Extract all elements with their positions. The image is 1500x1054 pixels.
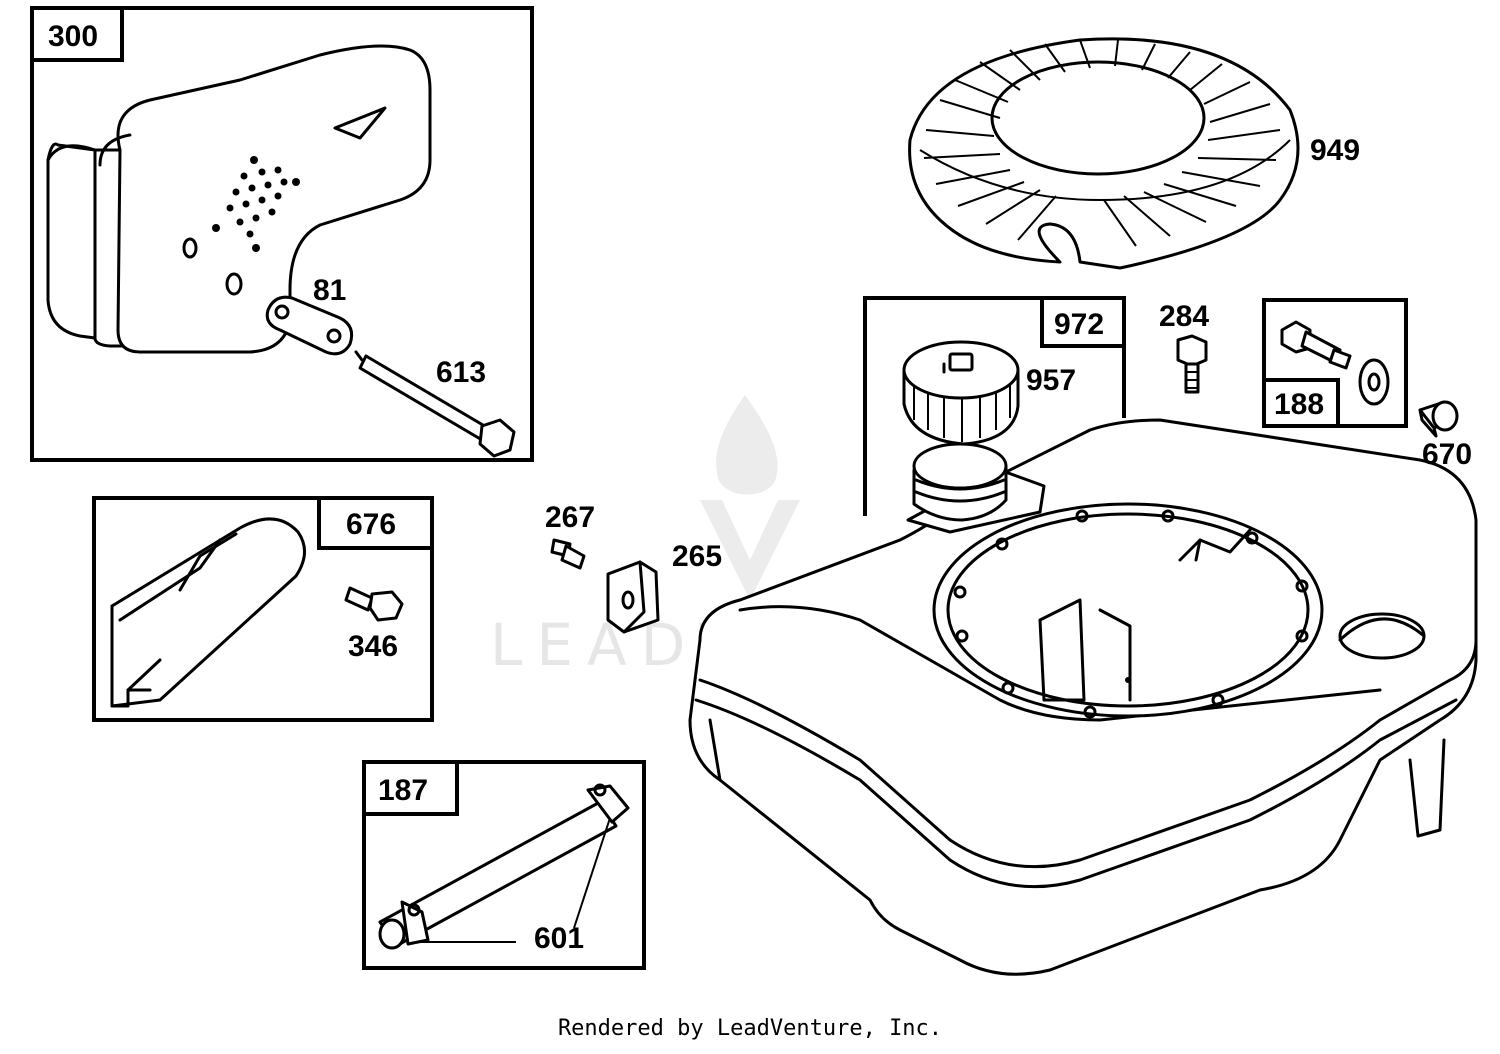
spacer-part [1418, 400, 1459, 438]
muffler-illustration [46, 44, 432, 354]
part-267-label: 267 [545, 501, 595, 534]
part-670-label: 670 [1422, 438, 1472, 471]
muffler-kit-label: 300 [48, 20, 98, 53]
guard-kit-box[interactable]: 676 346 [92, 496, 434, 722]
muffler-gasket-part [265, 295, 354, 356]
guard-kit-label: 676 [346, 508, 396, 541]
washer-part [1358, 358, 1390, 406]
part-613-label: 613 [436, 356, 486, 389]
guard-screw-part [344, 586, 404, 622]
screw-kit-box[interactable]: 188 [1262, 298, 1408, 428]
part-957-label: 957 [1026, 364, 1076, 397]
shoulder-screw-part [1280, 320, 1352, 370]
bracket-screw-part [550, 538, 586, 570]
muffler-kit-box[interactable]: 300 [30, 6, 534, 462]
fuel-tank-illustration [688, 418, 1478, 976]
footer-credit: Rendered by LeadVenture, Inc. [557, 1016, 943, 1041]
part-81-label: 81 [313, 274, 346, 307]
fuel-cap-part [902, 340, 1020, 446]
part-949-label: 949 [1310, 134, 1360, 167]
hose-kit-box[interactable]: 187 601 [362, 760, 646, 970]
clip-part [606, 560, 660, 634]
cap-kit-label: 972 [1054, 308, 1104, 341]
muffler-bolt-part [354, 350, 516, 458]
screw-kit-label: 188 [1274, 388, 1324, 421]
fuel-hose-illustration [378, 783, 630, 950]
cap-kit-box[interactable]: 972 957 [863, 296, 1126, 516]
part-284-label: 284 [1159, 300, 1209, 333]
part-601-label: 601 [534, 922, 584, 955]
part-346-label: 346 [348, 630, 398, 663]
muffler-guard-illustration [110, 517, 306, 708]
stud-part [1176, 334, 1208, 394]
blower-housing-illustration [908, 37, 1300, 270]
hose-kit-label: 187 [378, 774, 428, 807]
part-265-label: 265 [672, 540, 722, 573]
